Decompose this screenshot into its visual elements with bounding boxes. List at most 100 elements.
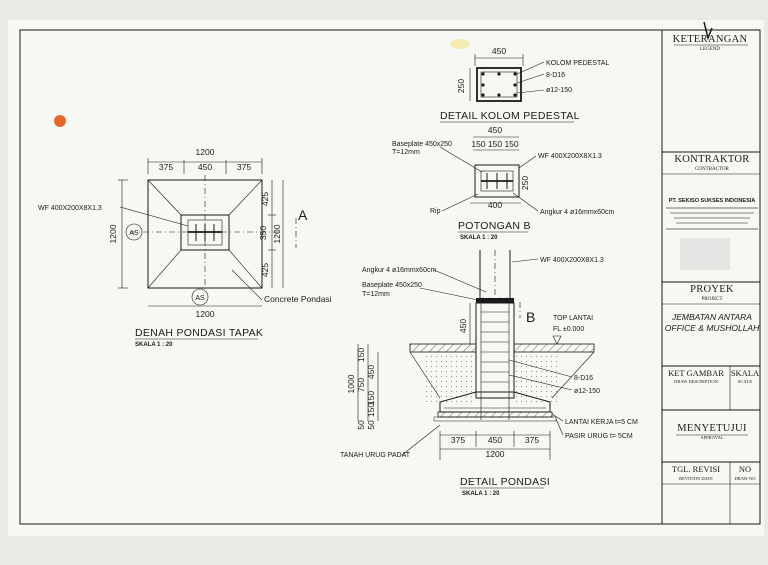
section-b-box xyxy=(474,164,520,198)
plan-dim-height-left: 1200 xyxy=(108,224,118,243)
fd-dim-50b: 50 xyxy=(366,420,376,430)
project-heading: PROYEK xyxy=(690,284,734,295)
plan-label-wf: WF 400X200X8X1.3 xyxy=(38,205,102,212)
plan-label-concrete: Concrete Pondasi xyxy=(264,294,332,304)
plan-dim-right-top: 425 xyxy=(260,192,270,206)
pen-mark xyxy=(703,21,713,41)
fd-label-baseplate-1: Baseplate 450x250 xyxy=(362,282,422,289)
section-b-dim-parts: 150 150 150 xyxy=(471,139,519,149)
pedestal-label-stirrup: ø12-150 xyxy=(546,87,572,94)
fd-label-baseplate-2: T=12mm xyxy=(362,291,390,298)
drawing-no-subheading: DRAW NO xyxy=(735,476,757,481)
baseplate xyxy=(476,298,514,303)
fd-dim-150b: 150 xyxy=(366,391,376,405)
revision-date-heading: TGL. REVISI xyxy=(672,464,720,474)
section-b-scale: SKALA 1 : 20 xyxy=(460,235,498,241)
contractor-heading: KONTRAKTOR xyxy=(674,154,749,165)
plan-dim-left: 375 xyxy=(159,162,173,172)
legend-heading: KETERANGAN xyxy=(673,34,748,45)
plan-dim-right-bottom: 425 xyxy=(260,263,270,277)
approval-subheading: APPROVAL xyxy=(700,435,723,440)
plan-scale: SKALA 1 : 20 xyxy=(135,342,173,348)
plan-title: DENAH PONDASI TAPAK xyxy=(135,327,263,339)
plan-dim-total-bottom: 1200 xyxy=(196,309,215,319)
section-mark-a: A xyxy=(298,207,308,223)
approval-heading: MENYETUJUI xyxy=(677,423,747,434)
fd-label-bars: 8-D16 xyxy=(574,375,593,382)
foundation-plan: 1200 375 450 375 AS AS 1200 425 35 xyxy=(38,147,332,348)
fd-label-stirrup: ø12-150 xyxy=(574,388,600,395)
plan-dim-right: 375 xyxy=(237,162,251,172)
fd-label-angkur: Angkur 4 ø16mmx60cm xyxy=(362,267,436,274)
drawing-desc-subheading: DRAW DESCRIPTION xyxy=(674,379,718,384)
section-b-label-rip: Rip xyxy=(430,208,441,215)
fd-label-tanah-urug: TANAH URUG PADAT xyxy=(340,452,411,459)
axis-bubble-left xyxy=(125,223,143,241)
plan-dim-right-mid: 350 xyxy=(258,226,268,240)
drawing-no-heading: NO xyxy=(739,464,751,474)
revision-date-subheading: REVITION DATE xyxy=(679,476,713,481)
company-address-lines xyxy=(666,207,758,230)
fd-title: DETAIL PONDASI xyxy=(460,476,550,488)
pedestal-label-kolom: KOLOM PEDESTAL xyxy=(546,60,609,67)
plan-dim-right-total: 1200 xyxy=(272,224,282,243)
contractor-subheading: CONTRACTOR xyxy=(695,167,729,172)
drawing-desc-heading: KET GAMBAR xyxy=(668,368,724,378)
scale-subheading: SCALE xyxy=(738,379,753,384)
project-name-line2: OFFICE & MUSHOLLAH xyxy=(665,323,760,333)
scale-heading: SKALA xyxy=(731,368,760,378)
plan-dim-total-top: 1200 xyxy=(196,147,215,157)
pedestal-title: DETAIL KOLOM PEDESTAL xyxy=(440,110,580,122)
fd-dim-450-mid: 450 xyxy=(488,435,502,445)
axis-label-bottom: AS xyxy=(195,295,205,302)
fd-dim-450b: 450 xyxy=(366,365,376,379)
sand-layer xyxy=(433,416,557,422)
fd-dim-750: 750 xyxy=(356,378,366,392)
pedestal-label-bars: 8-D16 xyxy=(546,72,565,79)
fd-dim-1200: 1200 xyxy=(486,449,505,459)
axis-label-left: AS xyxy=(129,230,139,237)
fd-label-wf: WF 400X200X8X1.3 xyxy=(540,257,604,264)
section-b-dim-height: 250 xyxy=(520,176,530,190)
project-subheading: PROJECT xyxy=(701,297,722,302)
level-marker xyxy=(552,335,562,345)
section-b-label-angkur: Angkur 4 ø16mmx60cm xyxy=(540,209,614,216)
fd-dim-1000: 1000 xyxy=(346,374,356,393)
section-mark-b: B xyxy=(526,309,536,325)
pedestal-dim-width: 450 xyxy=(492,46,506,56)
floor-slab-left xyxy=(409,343,477,353)
foundation-section-detail: Angkur 4 ø16mmx60cm Baseplate 450x250 T=… xyxy=(340,250,638,497)
pedestal-dim-height: 250 xyxy=(456,79,466,93)
title-block: KETERANGAN LEGEND KONTRAKTOR CONTRACTOR … xyxy=(661,21,760,524)
pedestal-section-box xyxy=(476,67,522,102)
project-name-line1: JEMBATAN ANTARA xyxy=(671,312,752,322)
section-b-detail: Baseplate 450x250 T=12mm 450 150 150 150… xyxy=(392,125,614,241)
plan-dim-mid: 450 xyxy=(198,162,212,172)
floor-slab-right xyxy=(513,343,595,353)
company-stamp xyxy=(680,238,730,270)
lean-concrete-layer xyxy=(437,411,553,418)
fd-label-lantai-kerja: LANTAI KERJA t=5 CM xyxy=(565,419,638,426)
highlight-smudge xyxy=(450,39,470,49)
fd-label-fl: FL ±0.000 xyxy=(553,326,584,333)
fd-dim-375-left: 375 xyxy=(451,435,465,445)
section-b-title: POTONGAN B xyxy=(458,220,531,232)
fd-label-top-lantai: TOP LANTAI xyxy=(553,315,593,322)
legend-subheading: LEGEND xyxy=(700,47,720,52)
section-b-baseplate-2: T=12mm xyxy=(392,149,420,156)
sheet-border xyxy=(19,29,761,525)
fd-dim-450-top: 450 xyxy=(458,319,468,333)
section-b-baseplate-1: Baseplate 450x250 xyxy=(392,141,452,148)
orange-marker xyxy=(54,115,66,127)
fd-dim-150c: 150 xyxy=(366,403,376,417)
pedestal-detail: 450 250 KOLOM PEDESTAL 8-D16 ø12-150 DET… xyxy=(440,46,609,123)
section-b-dim-bottom: 400 xyxy=(488,200,502,210)
fd-dim-50a: 50 xyxy=(356,420,366,430)
company-name: PT. SEKISO SUKSES INDONESIA xyxy=(669,198,756,204)
fd-dim-150a: 150 xyxy=(356,348,366,362)
fd-dim-375-right: 375 xyxy=(525,435,539,445)
fd-scale: SKALA 1 : 20 xyxy=(462,491,500,497)
section-b-label-wf: WF 400X200X8X1.3 xyxy=(538,153,602,160)
axis-bubble-bottom xyxy=(191,288,209,306)
